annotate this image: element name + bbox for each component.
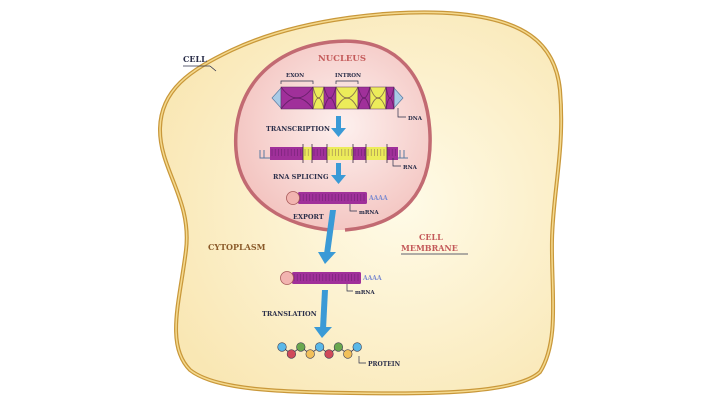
cell-membrane-label-line2: MEMBRANE bbox=[401, 243, 458, 253]
translation-label: TRANSLATION bbox=[262, 310, 317, 318]
exon-bracket bbox=[280, 80, 314, 84]
intron-label: INTRON bbox=[335, 73, 361, 79]
transcription-label: TRANSCRIPTION bbox=[266, 125, 330, 133]
dna-helix-line bbox=[280, 97, 314, 110]
mrna-cytoplasm bbox=[280, 271, 361, 285]
cell-membrane-label-line1: CELL bbox=[419, 232, 443, 242]
dna-strand bbox=[271, 86, 404, 110]
transcription-arrow bbox=[331, 116, 346, 137]
amino-acid-bead bbox=[352, 342, 362, 352]
dna-label: DNA bbox=[408, 116, 423, 122]
protein-label: PROTEIN bbox=[368, 361, 401, 368]
dna-helix-line bbox=[335, 97, 359, 110]
rna-strand bbox=[259, 144, 408, 163]
rna-splicing-arrow bbox=[331, 163, 346, 184]
amino-acid-bead bbox=[286, 349, 297, 359]
rna-exon-segment bbox=[353, 147, 366, 160]
mrna-nucleus-label: mRNA bbox=[359, 210, 379, 216]
export-arrow bbox=[318, 210, 336, 264]
amino-acid-bead bbox=[305, 349, 315, 359]
mrna-cytoplasm-label: mRNA bbox=[355, 290, 375, 296]
rna-intron-segment bbox=[327, 147, 353, 160]
dna-helix-line bbox=[385, 97, 395, 110]
translation-arrow bbox=[314, 290, 332, 338]
dna-helix-line bbox=[323, 97, 337, 110]
rna-splicing-label: RNA SPLICING bbox=[273, 173, 329, 181]
export-label: EXPORT bbox=[293, 213, 324, 221]
mrna-5prime-cap bbox=[280, 271, 294, 285]
exon-label: EXON bbox=[286, 73, 304, 79]
rna-exon-segment bbox=[312, 147, 327, 160]
poly-a-tail-nucleus: AAAA bbox=[368, 195, 388, 202]
amino-acid-bead bbox=[277, 342, 287, 352]
dna-helix-line bbox=[357, 97, 371, 110]
intron-bracket bbox=[335, 80, 359, 84]
nucleus-label: NUCLEUS bbox=[318, 54, 366, 64]
mrna-body bbox=[298, 192, 367, 204]
amino-acid-bead bbox=[324, 349, 334, 359]
rna-intron-segment bbox=[303, 147, 312, 160]
amino-acid-bead bbox=[315, 342, 325, 352]
cytoplasm-label: CYTOPLASM bbox=[208, 242, 266, 252]
rna-label: RNA bbox=[403, 165, 418, 171]
cell-label: CELL bbox=[183, 54, 207, 64]
amino-acid-bead bbox=[343, 349, 353, 359]
cell-membrane-inner bbox=[159, 11, 562, 395]
amino-acid-bead bbox=[333, 342, 344, 352]
amino-acid-bead bbox=[296, 342, 306, 352]
rna-end-caps bbox=[259, 150, 408, 159]
poly-a-tail-cytoplasm: AAAA bbox=[362, 275, 382, 282]
dna-helix-line bbox=[312, 97, 325, 110]
dna-helix-line bbox=[369, 97, 387, 110]
protein-chain bbox=[277, 342, 362, 359]
mrna-nucleus bbox=[286, 191, 367, 205]
mrna-body bbox=[292, 272, 361, 284]
mrna-5prime-cap bbox=[286, 191, 300, 205]
